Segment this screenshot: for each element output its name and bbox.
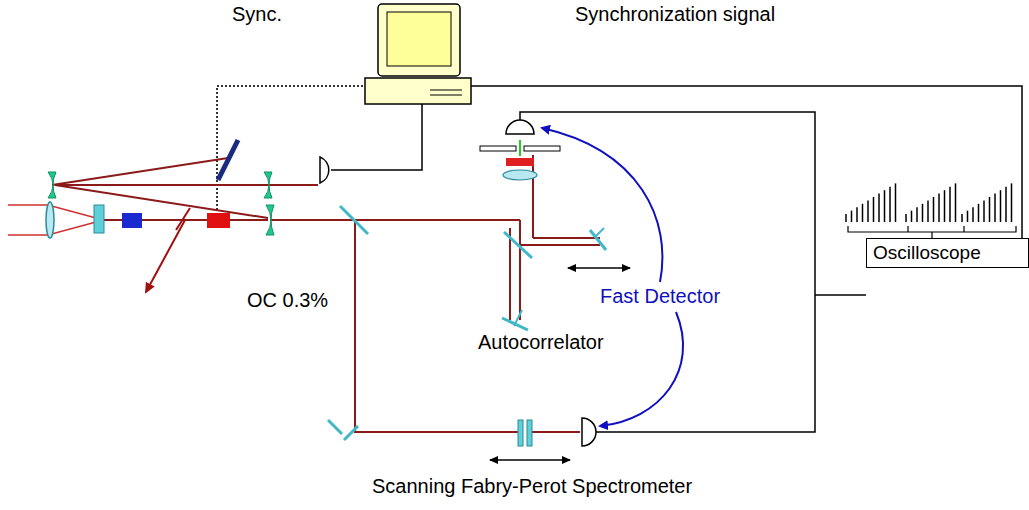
retro-mirror (514, 310, 522, 326)
leader-arrow (600, 312, 683, 426)
pulse-bar (856, 207, 858, 222)
curved-mirror (48, 172, 274, 235)
pulse-bar (845, 214, 847, 222)
pulse-bar (983, 200, 985, 222)
pulse-bar (927, 200, 929, 222)
end-mirror (218, 140, 238, 180)
pulse-bar (944, 190, 946, 222)
detector (582, 418, 596, 446)
beam-splitter (328, 206, 532, 434)
text-label: Autocorrelator (478, 330, 604, 354)
scan-arrow (568, 267, 630, 269)
text-label: Synchronization signal (575, 2, 775, 26)
output-beam (355, 155, 600, 432)
pulse-bar (889, 187, 891, 222)
pulse-bar (967, 211, 969, 222)
modulator (207, 213, 230, 228)
pulse-bar (994, 194, 996, 222)
fold-mirror (344, 426, 358, 440)
pulse-bar (933, 197, 935, 222)
pulse-bar (916, 207, 918, 222)
detector (320, 157, 329, 183)
rejected-beam (146, 220, 185, 292)
sh-beam (519, 140, 521, 156)
pinhole-plate (480, 146, 516, 151)
brewster-plate (176, 208, 190, 230)
pulse-bar (911, 211, 913, 222)
focusing-lens (46, 202, 54, 238)
computer-icon (365, 4, 471, 104)
shg-crystal (506, 158, 534, 166)
pulse-bar (1005, 187, 1007, 222)
text-label: OC 0.3% (247, 288, 328, 312)
fp-mirror (527, 420, 532, 446)
text-label: Fast Detector (600, 284, 720, 308)
signal-wires (331, 86, 1022, 432)
pulse-bar (961, 214, 963, 222)
pulse-bar (895, 183, 897, 222)
instrument-box: Oscilloscope (866, 238, 1029, 268)
dichroic-plate (94, 205, 104, 233)
retro-mirror (596, 228, 604, 236)
pulse-bar (955, 183, 957, 222)
pulse-bar (851, 211, 853, 222)
pulse-bar (1000, 190, 1002, 222)
pulse-bar (873, 197, 875, 222)
pulse-bar (867, 200, 869, 222)
text-label: Scanning Fabry-Perot Spectrometer (372, 474, 692, 498)
pulse-bar (972, 207, 974, 222)
lens (503, 170, 537, 180)
pulse-bar (862, 204, 864, 222)
fp-mirror (518, 420, 523, 446)
pulse-trace (846, 183, 1012, 222)
pulse-bar (949, 187, 951, 222)
box-label: Oscilloscope (873, 242, 981, 264)
scan-arrow (490, 459, 570, 461)
pinhole-plate (524, 146, 560, 151)
pulse-bar (989, 197, 991, 222)
pulse-bar (884, 190, 886, 222)
pulse-bar (922, 204, 924, 222)
gain-crystal (122, 213, 142, 228)
sync-wire (217, 86, 365, 210)
detector (506, 120, 534, 134)
pulse-bar (878, 194, 880, 222)
pulse-bar (905, 214, 907, 222)
pulse-bar (978, 204, 980, 222)
leader-arrow (542, 128, 662, 282)
text-label: Sync. (232, 2, 282, 26)
pulse-bar (938, 194, 940, 222)
pulse-bar (1011, 183, 1013, 222)
